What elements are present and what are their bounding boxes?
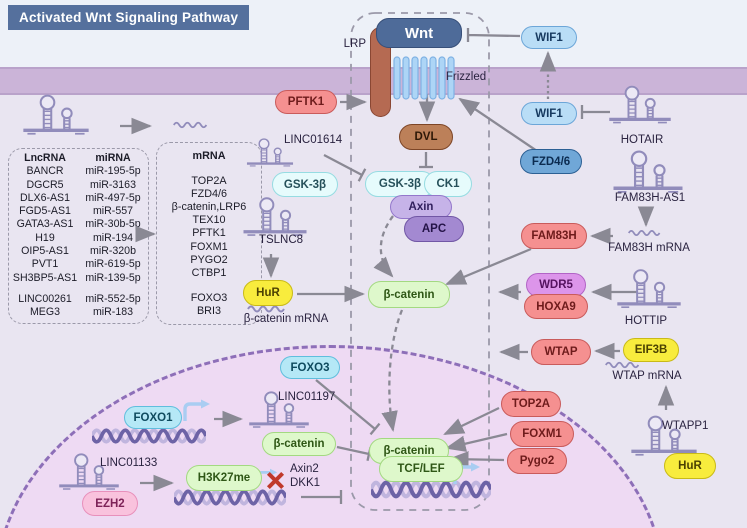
frizzled-receptor-icon	[393, 56, 455, 100]
mrna-squiggle-icon	[172, 121, 208, 129]
node-top2a: TOP2A	[501, 391, 561, 417]
node-axin: Axin	[390, 195, 452, 219]
mrna-item: FOXO3	[190, 291, 228, 304]
mrna-box: mRNA TOP2A FZD4/6 β-catenin,LRP6 TEX10 P…	[156, 142, 262, 325]
inhibit-hotair-to-wif1	[580, 105, 610, 119]
label-bcatenin-mrna: β-catenin mRNA	[243, 313, 329, 325]
dna-helix-foxo1	[92, 428, 206, 444]
inhibit-dvl-to-gsk3b-ck1	[419, 152, 433, 169]
node-fzd46: FZD4/6	[520, 149, 582, 174]
node-foxo3: FOXO3	[280, 356, 340, 379]
tslnc8-hairpin-icon	[242, 196, 308, 237]
inhibit-axin2-dkk1-to-pathway	[301, 490, 343, 504]
node-wtap: WTAP	[531, 339, 591, 365]
node-wdr5: WDR5	[526, 273, 586, 297]
node-hoxa9: HOXA9	[524, 294, 588, 319]
inhibit-foxo3-to-bcatenin	[315, 379, 381, 436]
node-gsk3b-free: GSK-3β	[272, 172, 338, 197]
arrow-destruction-complex-to-bcatenin	[373, 215, 394, 278]
blocked-x-icon	[266, 471, 285, 490]
node-apc: APC	[404, 216, 464, 242]
wtapp1-hairpin-icon	[630, 414, 698, 457]
node-bcatenin-cytoplasm: β-catenin	[368, 281, 450, 308]
label-lrp: LRP	[343, 38, 366, 50]
label-axin2: Axin2	[290, 463, 319, 475]
mrna-item: CTBP1	[191, 266, 227, 279]
inhibit-wif1-to-wnt	[466, 28, 521, 42]
node-ck1: CK1	[424, 171, 472, 197]
node-fam83h: FAM83H	[521, 223, 587, 249]
mrna-item: β-catenin,LRP6	[171, 201, 247, 214]
label-tslnc8: TSLNC8	[258, 234, 304, 246]
fam83h-as1-hairpin-icon	[612, 149, 684, 194]
mrna-item: TOP2A	[191, 175, 227, 188]
node-wif1-extracellular: WIF1	[521, 26, 577, 49]
arrow-fzd46-to-frizzled	[458, 97, 538, 152]
label-fam83h-mrna: FAM83H mRNA	[608, 242, 690, 254]
inhibit-linc01614-to-complex	[323, 153, 367, 182]
transcription-arrow-foxo1	[183, 399, 211, 423]
mrna-item: TEX10	[192, 214, 226, 227]
node-foxo1: FOXO1	[124, 406, 182, 429]
label-hotair: HOTAIR	[620, 134, 664, 146]
mrna-item: PFTK1	[192, 227, 226, 240]
label-fam83h-as1: FAM83H-AS1	[614, 192, 686, 204]
node-foxm1: FOXM1	[510, 421, 574, 447]
mrna-item: BRI3	[196, 304, 221, 317]
label-wtapp1: WTAPP1	[662, 420, 709, 432]
arrow-foxm1-to-bcatenin	[444, 432, 508, 452]
hotair-hairpin-icon	[608, 85, 672, 125]
node-wnt: Wnt	[376, 18, 462, 48]
arrow-bcatenin-nuclear-translocation	[381, 309, 404, 433]
mrna-header: mRNA	[192, 150, 226, 162]
figure-title: Activated Wnt Signaling Pathway	[8, 5, 250, 30]
label-linc01197: LINC01197	[278, 391, 336, 403]
mrna-item: PYGO2	[190, 253, 228, 266]
node-h3k27me: H3K27me	[186, 465, 262, 491]
arrow-top2a-to-bcatenin	[443, 406, 500, 436]
label-dkk1: DKK1	[290, 477, 321, 489]
arrow-fam83h-to-bcatenin	[445, 247, 532, 286]
label-wtap-mrna: WTAP mRNA	[612, 370, 682, 382]
node-wif1-cytoplasm: WIF1	[521, 102, 577, 125]
node-ezh2: EZH2	[82, 491, 138, 516]
label-frizzled: Frizzled	[445, 71, 487, 83]
node-eif3b: EIF3B	[623, 338, 679, 362]
inhibit-linc01197-bcatenin-to-tcflef	[336, 445, 372, 462]
lncrna-hairpin-icon	[22, 93, 90, 136]
node-bcatenin-linc01197: β-catenin	[262, 432, 336, 456]
node-gsk3b: GSK-3β	[365, 171, 435, 197]
node-hur2: HuR	[664, 453, 716, 479]
node-dvl: DVL	[399, 124, 453, 150]
lncrna-col-header: LncRNA	[24, 152, 66, 164]
node-tcf-lef: TCF/LEF	[379, 456, 463, 482]
label-linc01614: LINC01614	[284, 134, 343, 146]
node-hur: HuR	[243, 280, 293, 306]
mrna-item: FOXM1	[190, 240, 228, 253]
hottip-hairpin-icon	[616, 268, 682, 309]
mirna-col-header: miRNA	[95, 152, 131, 164]
node-pftk1: PFTK1	[275, 90, 337, 114]
label-linc01133: LINC01133	[100, 457, 158, 469]
fam83h-mrna-squiggle-icon	[627, 230, 661, 236]
label-hottip: HOTTIP	[624, 315, 668, 327]
mrna-item: FZD4/6	[191, 188, 227, 201]
lnc-mirna-header-row: LncRNA miRNA	[9, 152, 148, 165]
wnt-signaling-dashed-outline	[350, 12, 490, 511]
node-pygo2: Pygo2	[507, 448, 567, 474]
